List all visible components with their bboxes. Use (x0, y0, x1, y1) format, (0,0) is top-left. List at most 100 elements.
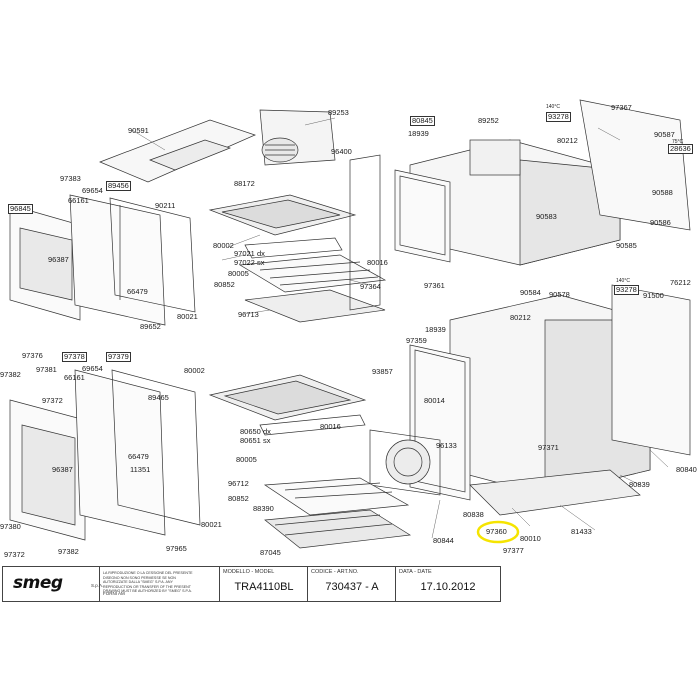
label-80839: 80839 (629, 480, 650, 489)
label-66161-a: 66161 (68, 196, 89, 205)
label-66479-b: 66479 (128, 452, 149, 461)
label-66479-a: 66479 (127, 287, 148, 296)
upper-racks (208, 194, 387, 323)
label-97383: 97383 (60, 174, 81, 183)
code-cell: CODICE - ART.NO. 730437 - A (307, 567, 396, 601)
label-91500: 91500 (643, 291, 664, 300)
label-90578: 90578 (549, 290, 570, 299)
label-97380: 97380 (0, 522, 21, 531)
label-96400: 96400 (331, 147, 352, 156)
lower-door (9, 369, 201, 541)
date-header: DATA - DATE (399, 569, 432, 575)
label-97367: 97367 (611, 103, 632, 112)
label-90586: 90586 (650, 218, 671, 227)
label-80844: 80844 (433, 536, 454, 545)
notice-small: FORNI AM (103, 591, 125, 596)
label-80845: 80845 (410, 116, 435, 126)
label-80212-a: 80212 (557, 136, 578, 145)
label-80016-b: 80016 (320, 422, 341, 431)
label-90583: 90583 (536, 212, 557, 221)
label-96133: 96133 (436, 441, 457, 450)
label-80840: 80840 (676, 465, 697, 474)
label-80005-a: 80005 (228, 269, 249, 278)
model-header: MODELLO - MODEL (223, 569, 275, 575)
label-97360: 97360 (486, 527, 507, 536)
date-value: 17.10.2012 (420, 581, 476, 593)
label-89252: 89252 (478, 116, 499, 125)
label-96713: 96713 (238, 310, 259, 319)
label-80852-a: 80852 (214, 280, 235, 289)
label-97382-a: 97382 (0, 370, 21, 379)
label-90587: 90587 (654, 130, 675, 139)
label-80650-dx: 80650 dx (240, 427, 271, 436)
label-88172: 88172 (234, 179, 255, 188)
label-89253: 89253 (328, 108, 349, 117)
label-97381: 97381 (36, 365, 57, 374)
notice-italian: LA RIPRODUZIONE O LA CESSIONE DEL PRESEN… (103, 571, 193, 593)
label-93278-b: 93278 (614, 285, 639, 295)
label-90211: 90211 (155, 201, 176, 210)
label-80014: 80014 (424, 396, 445, 405)
label-66161-b: 66161 (64, 373, 85, 382)
model-cell: MODELLO - MODEL TRA4110BL (219, 567, 308, 601)
label-80212-b: 80212 (510, 313, 531, 322)
label-96845: 96845 (8, 204, 33, 214)
label-temp-75: 75°C (672, 139, 684, 145)
label-90588: 90588 (652, 188, 673, 197)
label-76212: 76212 (670, 278, 691, 287)
brand-name: smeg (13, 573, 63, 593)
label-87045: 87045 (260, 548, 281, 557)
notice-cell: LA RIPRODUZIONE O LA CESSIONE DEL PRESEN… (99, 567, 220, 601)
label-18939-a: 18939 (408, 129, 429, 138)
label-11351: 11351 (130, 465, 151, 474)
title-block: smeg S.p.A. LA RIPRODUZIONE O LA CESSION… (2, 566, 501, 602)
label-97361: 97361 (424, 281, 445, 290)
label-93278-a: 93278 (546, 112, 571, 122)
label-89456: 89456 (106, 181, 131, 191)
lower-racks (208, 374, 412, 549)
label-80021-a: 80021 (177, 312, 198, 321)
label-97371: 97371 (538, 443, 559, 452)
label-97021-dx: 97021 dx (234, 249, 265, 258)
label-97377: 97377 (503, 546, 524, 555)
label-28636: 28636 (668, 144, 693, 154)
label-temp-140-b: 140°C (616, 278, 630, 284)
label-97022-sx: 97022 sx (234, 258, 265, 267)
label-81433: 81433 (571, 527, 592, 536)
label-97372-b: 97372 (4, 550, 25, 559)
label-89652: 89652 (140, 322, 161, 331)
label-18939-b: 18939 (425, 325, 446, 334)
date-cell: DATA - DATE 17.10.2012 (395, 567, 500, 601)
label-80016-a: 80016 (367, 258, 388, 267)
lower-oven-cavity (369, 284, 691, 516)
model-value: TRA4110BL (234, 581, 294, 593)
label-96387-a: 96387 (48, 255, 69, 264)
label-97364: 97364 (360, 282, 381, 291)
label-93857: 93857 (372, 367, 393, 376)
highlight-ring-97360 (476, 520, 520, 544)
label-97372-a: 97372 (42, 396, 63, 405)
label-80002-a: 80002 (213, 241, 234, 250)
code-header: CODICE - ART.NO. (311, 569, 359, 575)
label-97965: 97965 (166, 544, 187, 553)
code-value: 730437 - A (325, 581, 379, 593)
label-80005-b: 80005 (236, 455, 257, 464)
label-97379: 97379 (106, 352, 131, 362)
label-90584: 90584 (520, 288, 541, 297)
label-80852-b: 80852 (228, 494, 249, 503)
upper-oven-cavity (349, 99, 691, 311)
label-97376: 97376 (22, 351, 43, 360)
label-80010: 80010 (520, 534, 541, 543)
brand-suffix: S.p.A. (91, 583, 104, 588)
brand-logo: smeg S.p.A. (3, 567, 103, 601)
label-69654-b: 69654 (82, 364, 103, 373)
label-90591: 90591 (128, 126, 149, 135)
label-89465: 89465 (148, 393, 169, 402)
label-88390: 88390 (253, 504, 274, 513)
label-80838: 80838 (463, 510, 484, 519)
label-97378: 97378 (62, 352, 87, 362)
label-90585: 90585 (616, 241, 637, 250)
label-80002-b: 80002 (184, 366, 205, 375)
label-97359: 97359 (406, 336, 427, 345)
